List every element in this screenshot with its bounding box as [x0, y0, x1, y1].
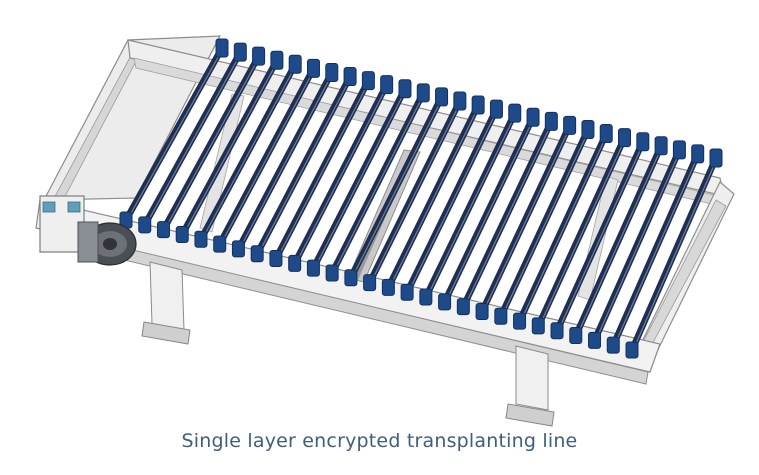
- roller-rod: [456, 111, 558, 316]
- rod-bottom-clamp: [194, 230, 208, 248]
- rod-bottom-clamp: [588, 331, 602, 349]
- roller-rod: [550, 132, 650, 340]
- rod-bottom-clamp: [138, 216, 152, 234]
- roller-rod: [531, 128, 632, 335]
- rod-top-clamp: [599, 124, 613, 144]
- roller-rod: [625, 148, 723, 359]
- rod-top-clamp: [270, 50, 284, 70]
- roller-rods: [119, 38, 723, 359]
- roller-rod: [606, 144, 705, 354]
- rod-bottom-clamp: [438, 293, 452, 311]
- drive-unit: [39, 195, 137, 266]
- rod-bottom-clamp: [306, 259, 320, 277]
- rod-top-clamp: [380, 75, 394, 95]
- rod-bottom-clamp: [569, 327, 583, 345]
- rod-bottom-clamp: [156, 221, 170, 239]
- roller-rod: [156, 46, 266, 239]
- roller-rod: [419, 103, 522, 306]
- rod-top-clamp: [691, 144, 705, 164]
- rod-top-clamp: [709, 148, 723, 168]
- rod-top-clamp: [563, 115, 577, 135]
- roller-rod: [400, 99, 503, 301]
- rod-top-clamp: [233, 42, 247, 62]
- rod-bottom-clamp: [400, 283, 414, 301]
- roller-rod: [194, 54, 302, 248]
- rod-top-clamp: [215, 38, 229, 58]
- rod-bottom-clamp: [381, 278, 395, 296]
- rod-top-clamp: [252, 46, 266, 66]
- roller-rod: [363, 91, 467, 292]
- rod-bottom-clamp: [606, 336, 620, 354]
- roller-rod: [138, 42, 247, 234]
- rod-bottom-clamp: [550, 322, 564, 340]
- roller-rod: [250, 67, 357, 263]
- roller-rod: [269, 71, 375, 268]
- roller-rod: [344, 87, 449, 287]
- rod-top-clamp: [471, 95, 485, 115]
- roller-rod: [306, 79, 412, 277]
- roller-rod: [288, 75, 394, 272]
- roller-rod: [588, 140, 686, 349]
- rod-bottom-clamp: [513, 312, 527, 330]
- rod-top-clamp: [544, 111, 558, 131]
- rod-bottom-clamp: [531, 317, 545, 335]
- roller-rod: [475, 115, 577, 320]
- rod-top-clamp: [618, 128, 632, 148]
- roller-rod: [213, 58, 320, 253]
- roller-rod: [513, 124, 613, 330]
- roller-rod: [175, 50, 284, 243]
- rod-bottom-clamp: [325, 264, 339, 282]
- rod-top-clamp: [526, 107, 540, 127]
- rod-top-clamp: [361, 71, 375, 91]
- rod-bottom-clamp: [456, 298, 470, 316]
- rod-top-clamp: [636, 132, 650, 152]
- rod-bottom-clamp: [175, 225, 189, 243]
- rod-bottom-clamp: [419, 288, 433, 306]
- rod-bottom-clamp: [625, 341, 639, 359]
- rod-top-clamp: [435, 87, 449, 107]
- rod-bottom-clamp: [494, 307, 508, 325]
- rod-bottom-clamp: [231, 240, 245, 258]
- rod-bottom-clamp: [213, 235, 227, 253]
- rod-top-clamp: [508, 103, 522, 123]
- rod-bottom-clamp: [344, 269, 358, 287]
- rod-bottom-clamp: [288, 254, 302, 272]
- rod-bottom-clamp: [475, 302, 489, 320]
- rod-top-clamp: [654, 136, 668, 156]
- rod-bottom-clamp: [363, 274, 377, 292]
- rod-top-clamp: [453, 91, 467, 111]
- rod-top-clamp: [288, 54, 302, 74]
- roller-rod: [494, 119, 595, 325]
- rod-top-clamp: [306, 58, 320, 78]
- rod-top-clamp: [343, 67, 357, 87]
- roller-rod: [569, 136, 668, 345]
- drive-motor-icon: [77, 221, 137, 266]
- rod-top-clamp: [581, 119, 595, 139]
- rod-bottom-clamp: [269, 250, 283, 268]
- figure-caption: Single layer encrypted transplanting lin…: [181, 430, 578, 452]
- roller-rod: [438, 107, 540, 311]
- roller-rod: [325, 83, 430, 282]
- rod-top-clamp: [672, 140, 686, 160]
- rod-top-clamp: [325, 62, 339, 82]
- roller-rod: [119, 38, 229, 229]
- rod-top-clamp: [398, 79, 412, 99]
- rod-bottom-clamp: [250, 245, 264, 263]
- rod-top-clamp: [416, 83, 430, 103]
- roller-rod: [231, 62, 339, 258]
- rod-top-clamp: [489, 99, 503, 119]
- roller-rod: [381, 95, 485, 296]
